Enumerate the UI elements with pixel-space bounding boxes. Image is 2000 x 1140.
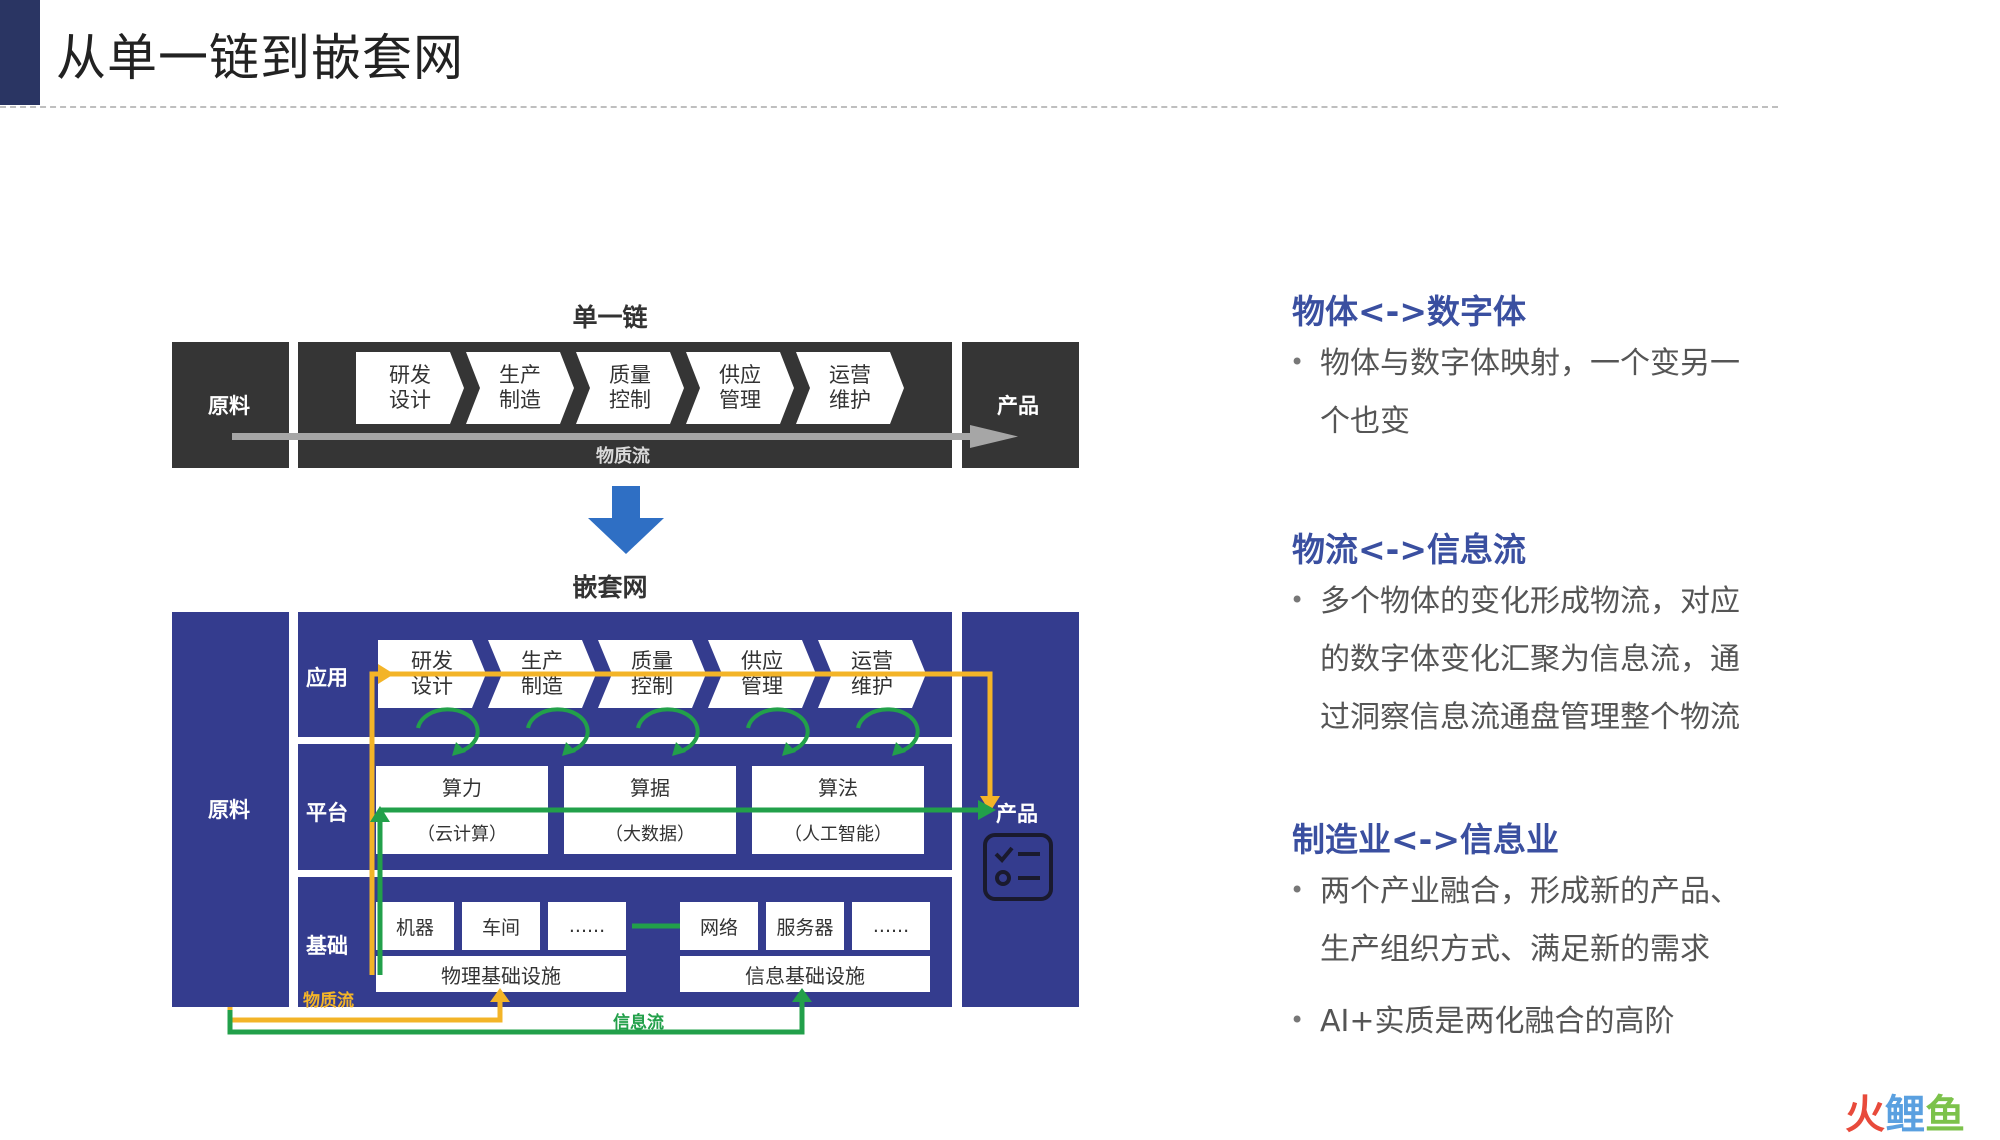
material-flow-arrow (232, 425, 1018, 448)
layer-label-base: 基础 (306, 934, 348, 958)
loop-arrow-3 (636, 707, 700, 754)
chain-step-supply: 供应管理 (686, 352, 794, 424)
title-accent-bar (0, 0, 40, 105)
chain-step-operations: 运营维护 (796, 352, 904, 424)
page-title: 从单一链到嵌套网 (56, 29, 464, 87)
bullet-dot: • (1290, 348, 1305, 376)
title-divider (0, 106, 1778, 108)
loop-arrow-4 (746, 707, 810, 754)
bullet-text-line: 生产组织方式、满足新的需求 (1320, 932, 1710, 967)
product-block: 产品 (962, 342, 1079, 468)
chain-step-rnd: 研发设计 (356, 352, 464, 424)
layer-label-platform: 平台 (306, 801, 348, 825)
bullet-text-line: 多个物体的变化形成物流，对应 (1320, 584, 1740, 619)
checklist-icon (983, 833, 1053, 901)
physical-infrastructure-box: 物理基础设施 (376, 956, 626, 992)
base-item-more-physical: ...... (548, 902, 626, 950)
bullet-dot: • (1290, 876, 1305, 904)
base-item-machine: 机器 (376, 902, 454, 950)
raw-material-label: 原料 (208, 394, 250, 418)
material-flow-label: 物质流 (596, 446, 650, 467)
info-flow-label: 信息流 (613, 1013, 664, 1033)
nested-network-title: 嵌套网 (572, 573, 648, 602)
chain-step-quality: 质量控制 (576, 352, 684, 424)
loop-arrow-5 (856, 707, 920, 754)
raw-material-column: 原料 (172, 612, 289, 1007)
raw-material-block: 原料 (172, 342, 289, 468)
base-item-workshop: 车间 (462, 902, 540, 950)
product-label: 产品 (997, 394, 1039, 418)
information-infrastructure-box: 信息基础设施 (680, 956, 930, 992)
bullet-text-line: 个也变 (1320, 404, 1410, 439)
bullet-text-line: 物体与数字体映射，一个变另一 (1320, 346, 1740, 381)
material-flow-label-bottom: 物质流 (303, 991, 354, 1011)
section-heading-logistics-info: 物流<->信息流 (1292, 530, 1526, 569)
bullet-text-line: 的数字体变化汇聚为信息流，通 (1320, 642, 1740, 677)
loop-arrow-2 (526, 707, 590, 754)
layer-label-application: 应用 (306, 666, 348, 690)
watermark-logo: 火鲤鱼 (1845, 1092, 1965, 1138)
base-item-server: 服务器 (766, 902, 844, 950)
single-chain-title: 单一链 (572, 303, 648, 332)
product-label-bottom: 产品 (996, 802, 1038, 826)
section-heading-manufacturing-info: 制造业<->信息业 (1292, 820, 1559, 859)
base-item-more-info: ...... (852, 902, 930, 950)
bullet-dot: • (1290, 586, 1305, 614)
base-item-network: 网络 (680, 902, 758, 950)
bullet-text-line: 两个产业融合，形成新的产品、 (1320, 874, 1740, 909)
bullet-dot: • (1290, 1006, 1305, 1034)
app-step-rnd: 研发设计 (378, 640, 486, 708)
down-arrow-icon (588, 486, 664, 554)
bullet-text-line: AI+实质是两化融合的高阶 (1320, 1004, 1675, 1039)
raw-material-label: 原料 (208, 798, 250, 822)
section-heading-object-digital: 物体<->数字体 (1292, 292, 1526, 331)
loop-arrow-1 (416, 707, 480, 754)
chain-step-production: 生产制造 (466, 352, 574, 424)
bullet-text-line: 过洞察信息流通盘管理整个物流 (1320, 700, 1740, 735)
